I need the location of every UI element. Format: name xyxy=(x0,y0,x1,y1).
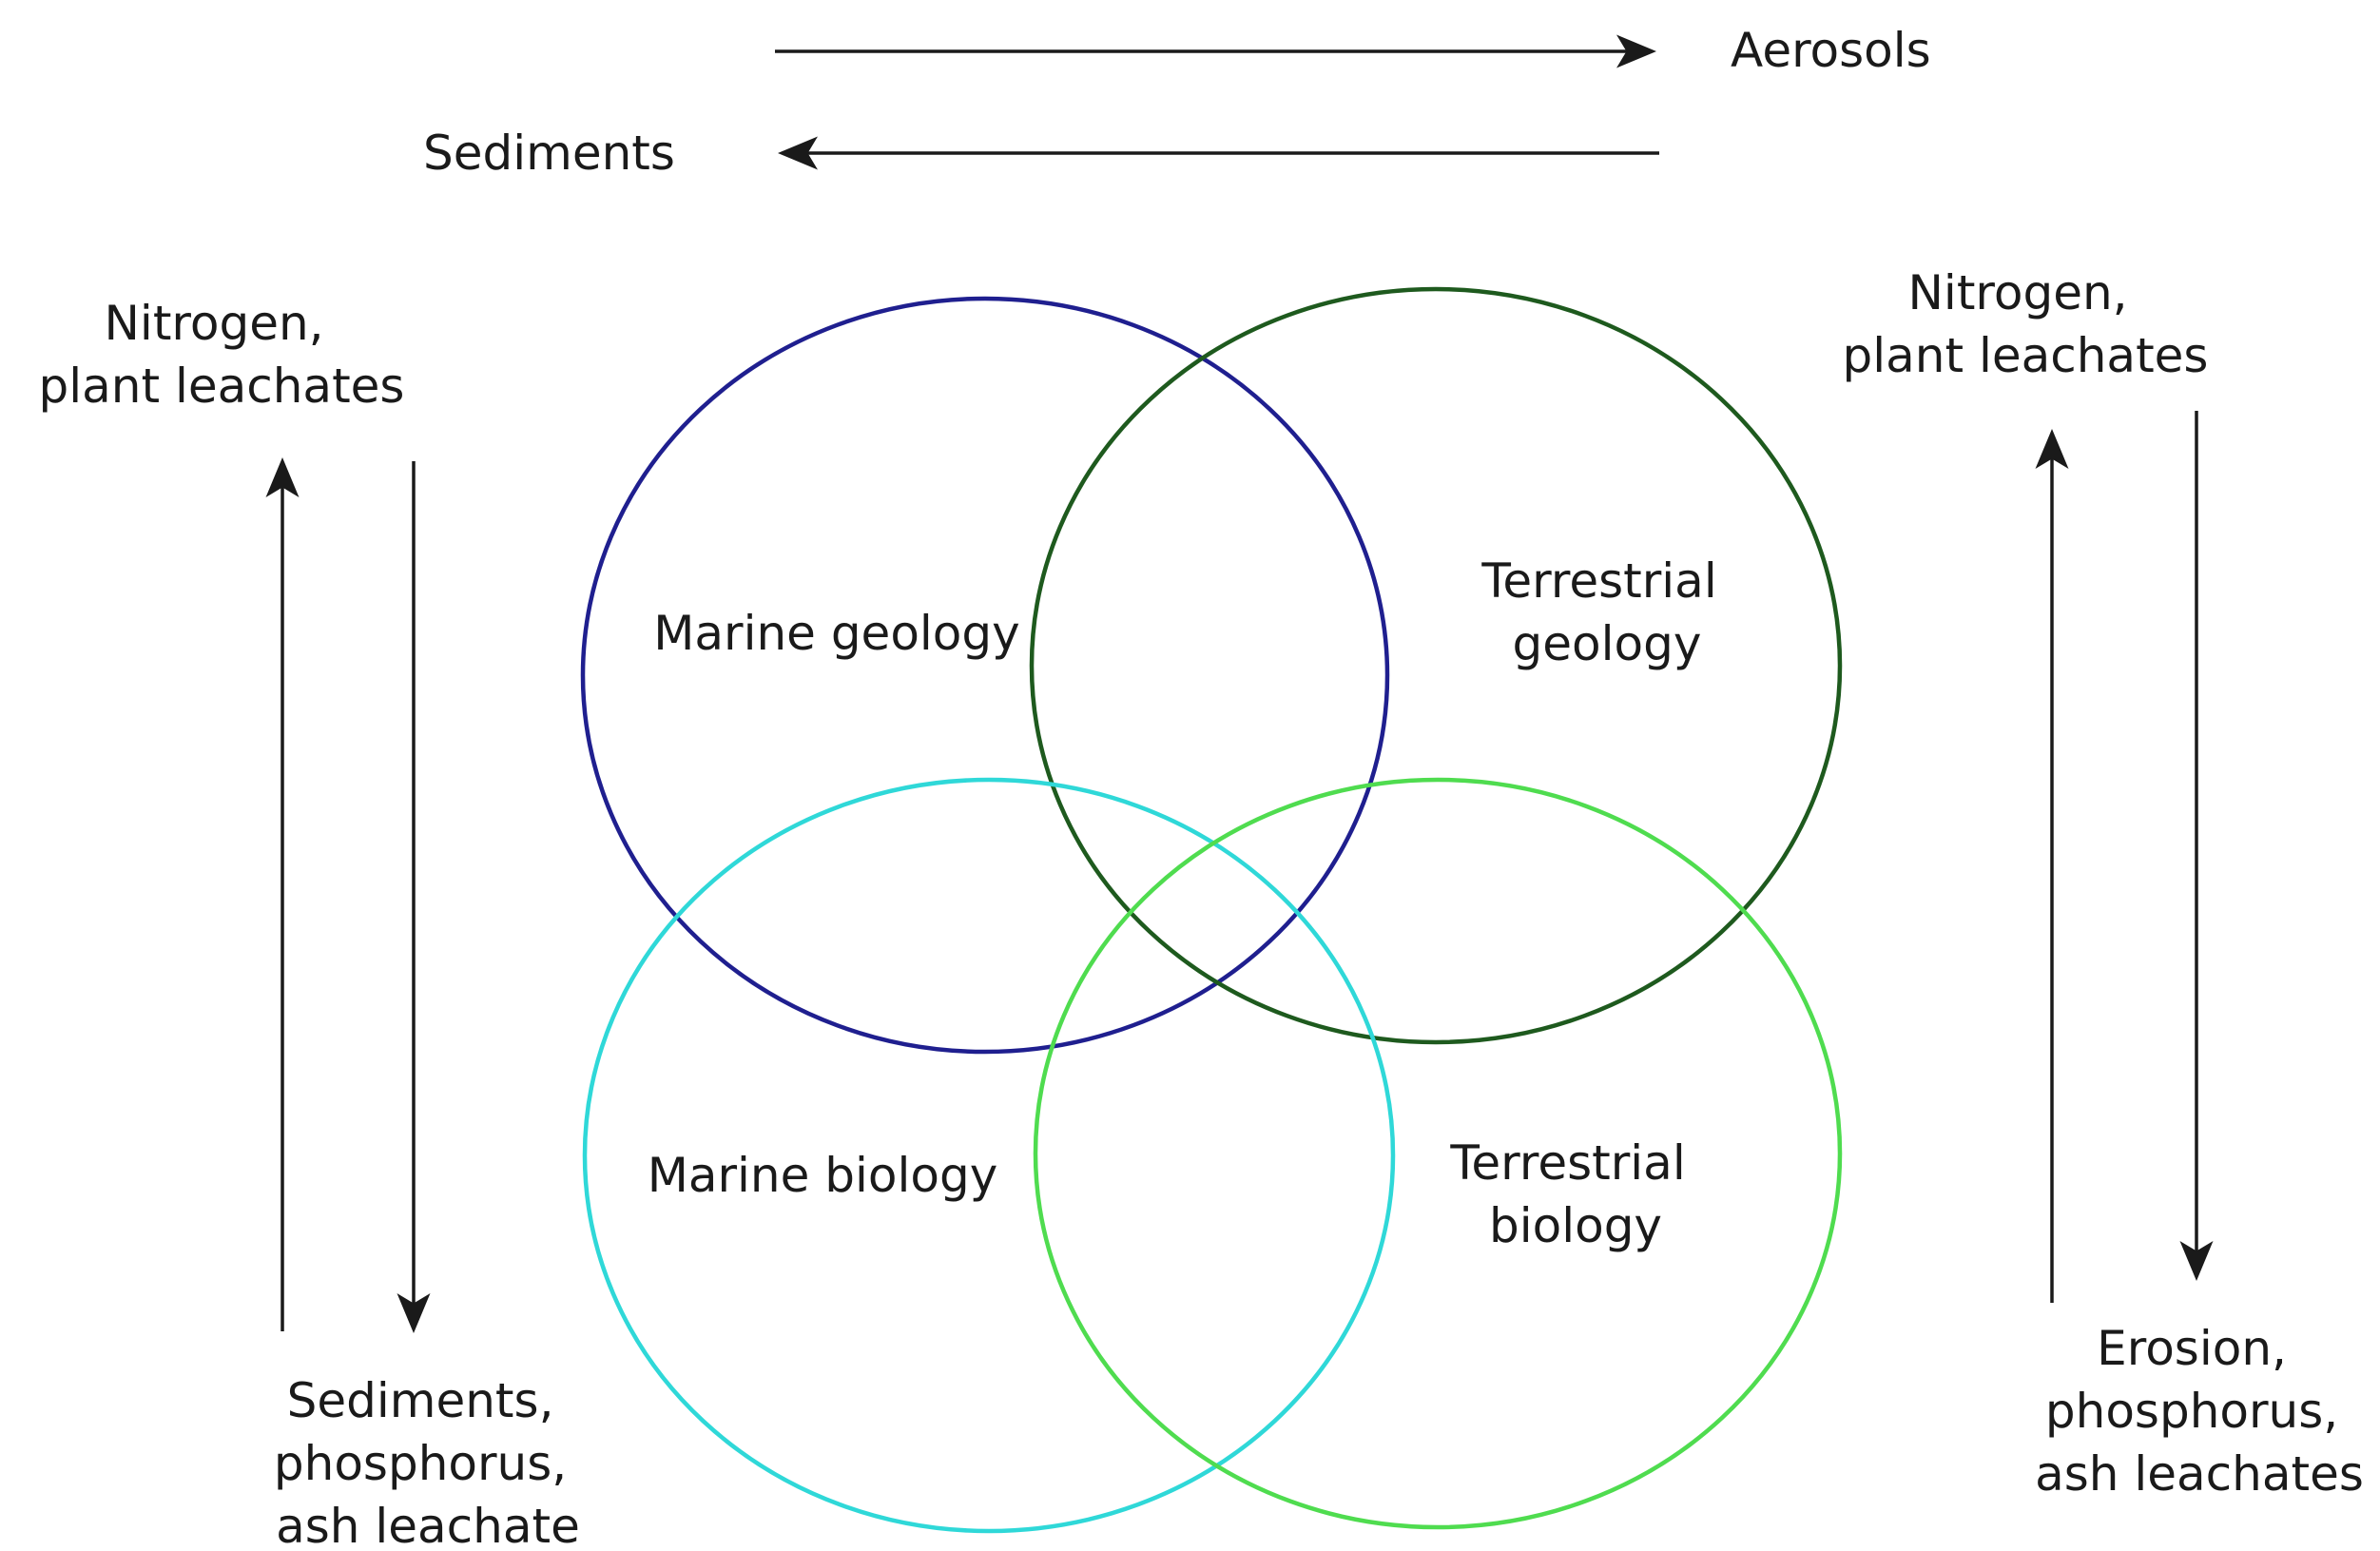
right-top-label: Nitrogen, plant leachates xyxy=(1843,265,2209,383)
marine-geology-label: Marine geology xyxy=(653,606,1019,661)
terrestrial-geology-circle xyxy=(1029,286,1843,1045)
marine-geology-circle xyxy=(580,296,1390,1055)
terrestrial-biology-label: Terrestrial biology xyxy=(1449,1135,1700,1253)
marine-biology-circle xyxy=(582,777,1396,1534)
sediments-label: Sediments xyxy=(423,126,675,181)
left-bottom-label: Sediments, phosphorus, ash leachate xyxy=(274,1373,582,1551)
terrestrial-geology-label: Terrestrial geology xyxy=(1480,553,1732,671)
marine-biology-label: Marine biology xyxy=(648,1148,998,1203)
terrestrial-biology-circle xyxy=(1033,777,1843,1530)
right-bottom-label: Erosion, phosphorus, ash leachates xyxy=(2035,1321,2364,1502)
left-top-label: Nitrogen, plant leachates xyxy=(39,296,405,414)
aerosols-label: Aerosols xyxy=(1731,23,1931,78)
